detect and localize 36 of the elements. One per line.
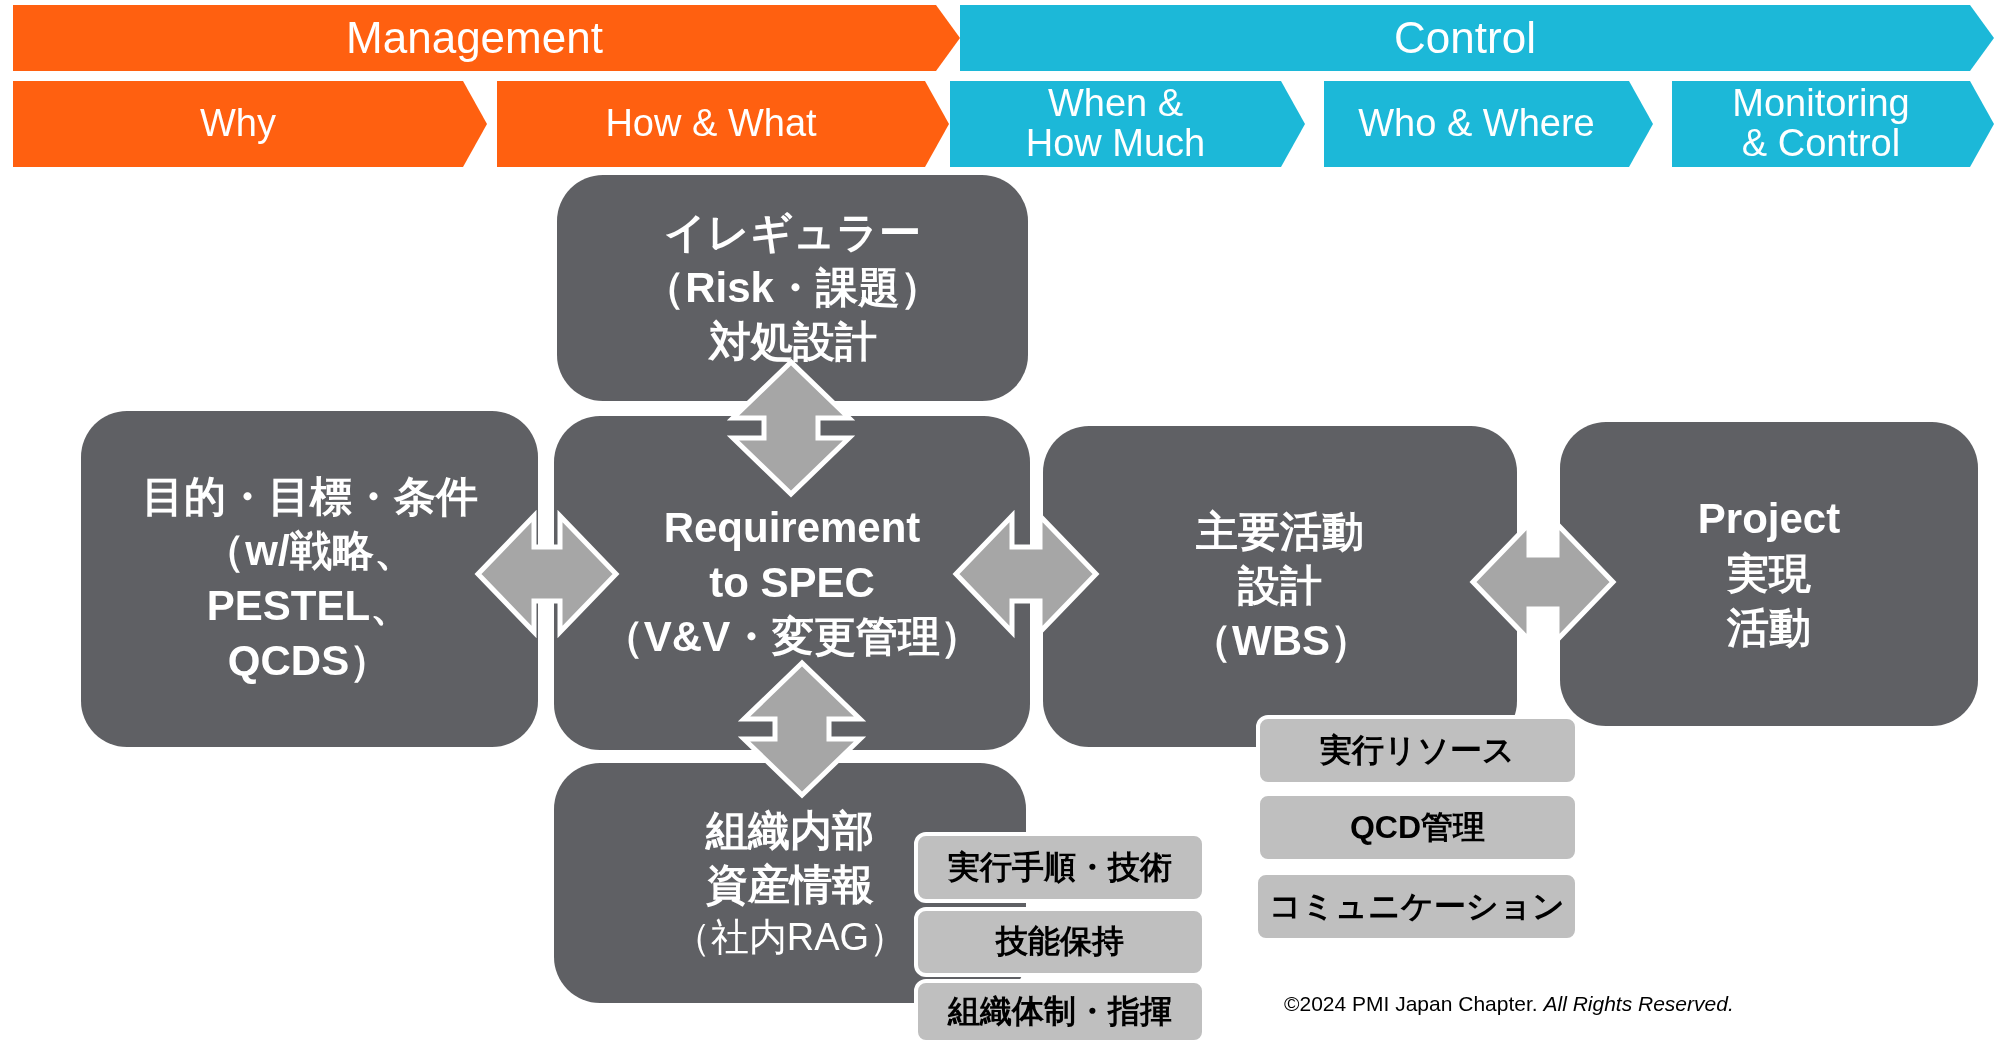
box-text: （社内RAG） [672, 914, 908, 960]
phase-heading [950, 81, 1305, 167]
process-box [81, 411, 538, 747]
process-box [1560, 422, 1978, 726]
process-box [557, 175, 1028, 401]
double-arrow [474, 509, 620, 639]
phase-heading [497, 81, 949, 167]
phase-label: Why [200, 104, 276, 144]
double-arrow [726, 358, 856, 498]
box-text: 組織内部資産情報 [704, 805, 875, 911]
copyright-note: ©2024 PMI Japan Chapter. All Rights Reserved. [1284, 992, 1734, 1016]
section-banner [13, 5, 960, 71]
tag-label: コミュニケーション [1268, 886, 1565, 926]
phase-label: When & How Much [1024, 84, 1207, 164]
box-text: イレギュラー（Risk・課題）対処設計 [642, 208, 943, 368]
double-arrow [737, 659, 867, 799]
section-banner [960, 5, 1994, 71]
phase-heading [1324, 81, 1653, 167]
box-text: Project 実現活動 [1696, 494, 1842, 654]
tag-label: 技能保持 [996, 922, 1124, 961]
phase-heading [1672, 81, 1994, 167]
phase-label: Management [346, 13, 603, 63]
phase-label: How & What [605, 104, 817, 144]
phase-label: Who & Where [1358, 104, 1595, 144]
box-text: 主要活動設計（WBS） [1190, 506, 1370, 666]
phase-label: Control [1394, 13, 1536, 63]
phase-label: Monitoring & Control [1731, 84, 1911, 164]
tag-label: 実行リソース [1320, 730, 1515, 770]
box-text: 目的・目標・条件（w/戦略、PESTEL、QCDS） [140, 471, 479, 686]
tag-label: 実行手順・技術 [948, 847, 1172, 887]
box-text: （V&V・変更管理） [601, 612, 983, 663]
tag-label: QCD管理 [1349, 807, 1486, 847]
box-text: Requirement to SPEC [662, 503, 922, 608]
double-arrow [952, 509, 1100, 639]
tag-label: 組織体制・指揮 [948, 991, 1172, 1031]
phase-heading [13, 81, 487, 167]
